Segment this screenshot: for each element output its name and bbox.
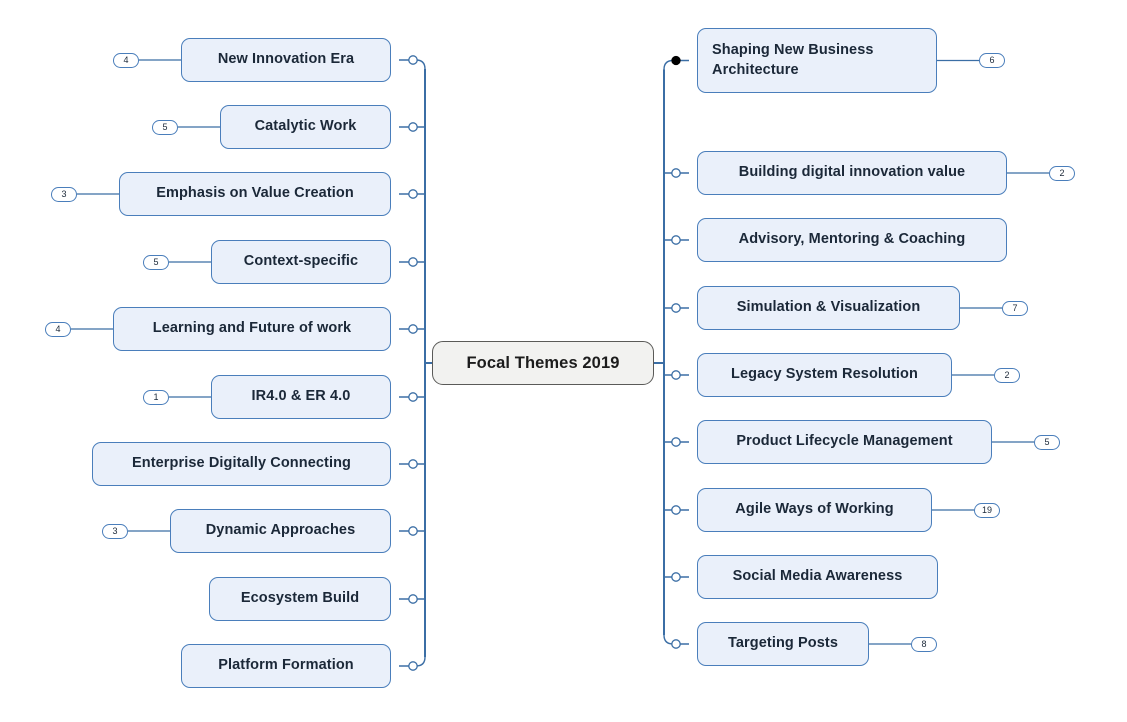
left-node-handle-new-innovation-era[interactable] bbox=[408, 55, 418, 65]
right-connector-shaping-new-business-architecture bbox=[663, 59, 689, 70]
node-enterprise-digitally-connecting[interactable]: Enterprise Digitally Connecting bbox=[92, 442, 391, 486]
badge-count-ir4-0-er-4-0[interactable]: 1 bbox=[143, 389, 169, 405]
right-node-handle-product-lifecycle-management[interactable] bbox=[671, 437, 681, 447]
left-node-handle-learning-and-future-of-work[interactable] bbox=[408, 324, 418, 334]
node-learning-and-future-of-work[interactable]: Learning and Future of work bbox=[113, 307, 391, 351]
left-node-handle-catalytic-work[interactable] bbox=[408, 122, 418, 132]
right-node-handle-shaping-new-business-architecture[interactable] bbox=[671, 55, 681, 66]
badge-count-simulation-visualization[interactable]: 7 bbox=[1002, 300, 1028, 316]
left-connector-platform-formation bbox=[399, 656, 426, 667]
node-ecosystem-build[interactable]: Ecosystem Build bbox=[209, 577, 391, 621]
badge-count-context-specific[interactable]: 5 bbox=[143, 254, 169, 270]
node-building-digital-innovation-value[interactable]: Building digital innovation value bbox=[697, 151, 1007, 195]
badge-count-legacy-system-resolution[interactable]: 2 bbox=[994, 367, 1020, 383]
badge-count-catalytic-work[interactable]: 5 bbox=[152, 119, 178, 135]
badge-count-new-innovation-era[interactable]: 4 bbox=[113, 52, 139, 68]
node-platform-formation[interactable]: Platform Formation bbox=[181, 644, 391, 688]
right-node-handle-advisory-mentoring-coaching[interactable] bbox=[671, 235, 681, 245]
badge-count-shaping-new-business-architecture[interactable]: 6 bbox=[979, 53, 1005, 68]
node-simulation-visualization[interactable]: Simulation & Visualization bbox=[697, 286, 960, 330]
left-node-handle-context-specific[interactable] bbox=[408, 257, 418, 267]
right-node-handle-social-media-awareness[interactable] bbox=[671, 572, 681, 582]
root-node[interactable]: Focal Themes 2019 bbox=[432, 341, 654, 385]
node-dynamic-approaches[interactable]: Dynamic Approaches bbox=[170, 509, 391, 553]
right-node-handle-simulation-visualization[interactable] bbox=[671, 303, 681, 313]
node-emphasis-on-value-creation[interactable]: Emphasis on Value Creation bbox=[119, 172, 391, 216]
badge-count-dynamic-approaches[interactable]: 3 bbox=[102, 523, 128, 539]
node-social-media-awareness[interactable]: Social Media Awareness bbox=[697, 555, 938, 599]
left-node-handle-ir4-0-er-4-0[interactable] bbox=[408, 392, 418, 402]
right-node-handle-targeting-posts[interactable] bbox=[671, 639, 681, 649]
right-node-handle-legacy-system-resolution[interactable] bbox=[671, 370, 681, 380]
node-new-innovation-era[interactable]: New Innovation Era bbox=[181, 38, 391, 82]
node-context-specific[interactable]: Context-specific bbox=[211, 240, 391, 284]
node-legacy-system-resolution[interactable]: Legacy System Resolution bbox=[697, 353, 952, 397]
badge-count-emphasis-on-value-creation[interactable]: 3 bbox=[51, 186, 77, 202]
left-node-handle-enterprise-digitally-connecting[interactable] bbox=[408, 459, 418, 469]
badge-count-targeting-posts[interactable]: 8 bbox=[911, 636, 937, 652]
badge-count-product-lifecycle-management[interactable]: 5 bbox=[1034, 434, 1060, 450]
node-catalytic-work[interactable]: Catalytic Work bbox=[220, 105, 391, 149]
left-node-handle-platform-formation[interactable] bbox=[408, 661, 418, 671]
left-connector-new-innovation-era bbox=[399, 59, 426, 70]
node-product-lifecycle-management[interactable]: Product Lifecycle Management bbox=[697, 420, 992, 464]
node-agile-ways-of-working[interactable]: Agile Ways of Working bbox=[697, 488, 932, 532]
badge-count-learning-and-future-of-work[interactable]: 4 bbox=[45, 321, 71, 337]
left-node-handle-dynamic-approaches[interactable] bbox=[408, 526, 418, 536]
right-node-handle-building-digital-innovation-value[interactable] bbox=[671, 168, 681, 178]
left-node-handle-ecosystem-build[interactable] bbox=[408, 594, 418, 604]
node-advisory-mentoring-coaching[interactable]: Advisory, Mentoring & Coaching bbox=[697, 218, 1007, 262]
node-targeting-posts[interactable]: Targeting Posts bbox=[697, 622, 869, 666]
badge-count-agile-ways-of-working[interactable]: 19 bbox=[974, 502, 1000, 518]
badge-count-building-digital-innovation-value[interactable]: 2 bbox=[1049, 165, 1075, 181]
right-connector-targeting-posts bbox=[663, 634, 689, 645]
right-node-handle-agile-ways-of-working[interactable] bbox=[671, 505, 681, 515]
node-shaping-new-business-architecture[interactable]: Shaping New Business Architecture bbox=[697, 28, 937, 93]
left-node-handle-emphasis-on-value-creation[interactable] bbox=[408, 189, 418, 199]
node-ir4-0-er-4-0[interactable]: IR4.0 & ER 4.0 bbox=[211, 375, 391, 419]
